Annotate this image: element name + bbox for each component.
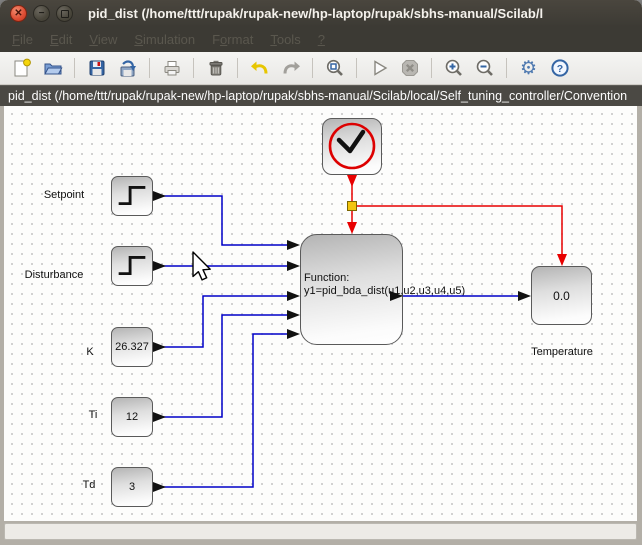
link-junction[interactable] — [347, 201, 357, 211]
k-constant-block[interactable]: 26.327 — [111, 327, 153, 367]
link-setpoint — [153, 195, 297, 246]
ti-constant-block[interactable]: 12 — [111, 397, 153, 437]
step-icon — [118, 256, 146, 276]
link-k — [153, 295, 297, 348]
menu-item-file[interactable]: File — [12, 32, 33, 47]
setpoint-step-block[interactable] — [111, 176, 153, 216]
clock-block[interactable] — [322, 118, 382, 175]
open-button[interactable] — [39, 55, 66, 82]
svg-text:?: ? — [556, 63, 562, 75]
export-icon — [120, 60, 136, 77]
print-icon — [164, 61, 179, 76]
diagram-tab-label: pid_dist (/home/ttt/rupak/rupak-new/hp-l… — [8, 89, 628, 103]
fit-diagram-icon — [326, 59, 343, 76]
temperature-label: Temperature — [531, 346, 593, 358]
function-text-line2: y1=pid_bda_dist(u1,u2,u3,u4,u5) — [304, 285, 466, 297]
menu-item-format[interactable]: Format — [212, 32, 254, 47]
toolbar-separator — [312, 58, 313, 78]
toolbar-separator — [193, 58, 194, 78]
td-label: Td — [82, 479, 96, 491]
diagram-canvas[interactable]: 26.327 12 3 0.0 Setpoint Disturbance K T… — [4, 106, 637, 521]
ti-value: 12 — [125, 411, 139, 423]
td-value: 3 — [128, 481, 136, 493]
link-td — [153, 333, 297, 488]
link-ti — [153, 314, 297, 418]
start-simulation-icon — [373, 60, 387, 76]
k-value: 26.327 — [115, 341, 149, 353]
zoom-in-icon — [445, 59, 462, 76]
display-value: 0.0 — [553, 288, 570, 303]
redo-button[interactable] — [277, 55, 304, 82]
zoom-out-button[interactable] — [471, 55, 498, 82]
new-diagram-button[interactable] — [8, 55, 35, 82]
toolbar-separator — [237, 58, 238, 78]
menu-item-simulation[interactable]: Simulation — [134, 32, 196, 47]
function-block-text: Function: y1=pid_bda_dist(u1,u2,u3,u4,u5… — [304, 272, 465, 298]
toolbar-separator — [149, 58, 150, 78]
close-button[interactable]: ✕ — [10, 5, 27, 22]
td-constant-block[interactable]: 3 — [111, 467, 153, 507]
menu-item-[interactable]: ? — [317, 32, 325, 47]
print-button[interactable] — [158, 55, 185, 82]
stop-simulation-button[interactable] — [396, 55, 423, 82]
function-text-line1: Function: — [304, 272, 350, 284]
start-simulation-button[interactable] — [365, 55, 392, 82]
export-button[interactable] — [114, 55, 141, 82]
window-title: pid_dist (/home/ttt/rupak/rupak-new/hp-l… — [88, 6, 544, 21]
maximize-icon — [60, 9, 69, 18]
open-icon — [43, 63, 63, 75]
diagram-tab[interactable]: pid_dist (/home/ttt/rupak/rupak-new/hp-l… — [0, 85, 642, 106]
redo-icon — [283, 61, 300, 74]
menu-bar: File Edit View Simulation Format Tools? — [0, 27, 642, 52]
delete-button[interactable] — [202, 55, 229, 82]
ti-label: Ti — [88, 409, 98, 421]
zoom-out-icon — [476, 59, 493, 76]
status-bar — [4, 523, 637, 540]
zoom-in-button[interactable] — [440, 55, 467, 82]
undo-icon — [250, 61, 267, 74]
step-icon — [118, 186, 146, 206]
toolbar-separator — [506, 58, 507, 78]
settings-button[interactable]: ⚙ — [515, 55, 542, 82]
gear-icon: ⚙ — [519, 57, 538, 79]
help-icon: ? — [550, 59, 569, 77]
title-bar: ✕ − pid_dist (/home/ttt/rupak/rupak-new/… — [0, 0, 642, 27]
display-block[interactable]: 0.0 — [531, 266, 592, 325]
toolbar-separator — [356, 58, 357, 78]
k-label: K — [86, 346, 94, 358]
stop-simulation-icon — [401, 60, 418, 76]
function-block[interactable] — [300, 234, 403, 345]
menu-item-view[interactable]: View — [89, 32, 118, 47]
menu-item-edit[interactable]: Edit — [49, 32, 73, 47]
help-button[interactable]: ? — [546, 55, 573, 82]
menu-item-tools[interactable]: Tools — [270, 32, 301, 47]
new-diagram-icon — [14, 58, 31, 77]
save-icon — [89, 60, 104, 76]
setpoint-label: Setpoint — [43, 189, 85, 201]
delete-icon — [209, 60, 222, 76]
disturbance-step-block[interactable] — [111, 246, 153, 286]
save-button[interactable] — [83, 55, 110, 82]
mouse-cursor-icon — [192, 251, 211, 281]
fit-diagram-button[interactable] — [321, 55, 348, 82]
maximize-button[interactable] — [56, 5, 73, 22]
toolbar-separator — [431, 58, 432, 78]
toolbar: ⚙ ? — [0, 52, 642, 85]
undo-button[interactable] — [246, 55, 273, 82]
minimize-button[interactable]: − — [33, 5, 50, 22]
toolbar-separator — [74, 58, 75, 78]
disturbance-label: Disturbance — [24, 269, 84, 281]
